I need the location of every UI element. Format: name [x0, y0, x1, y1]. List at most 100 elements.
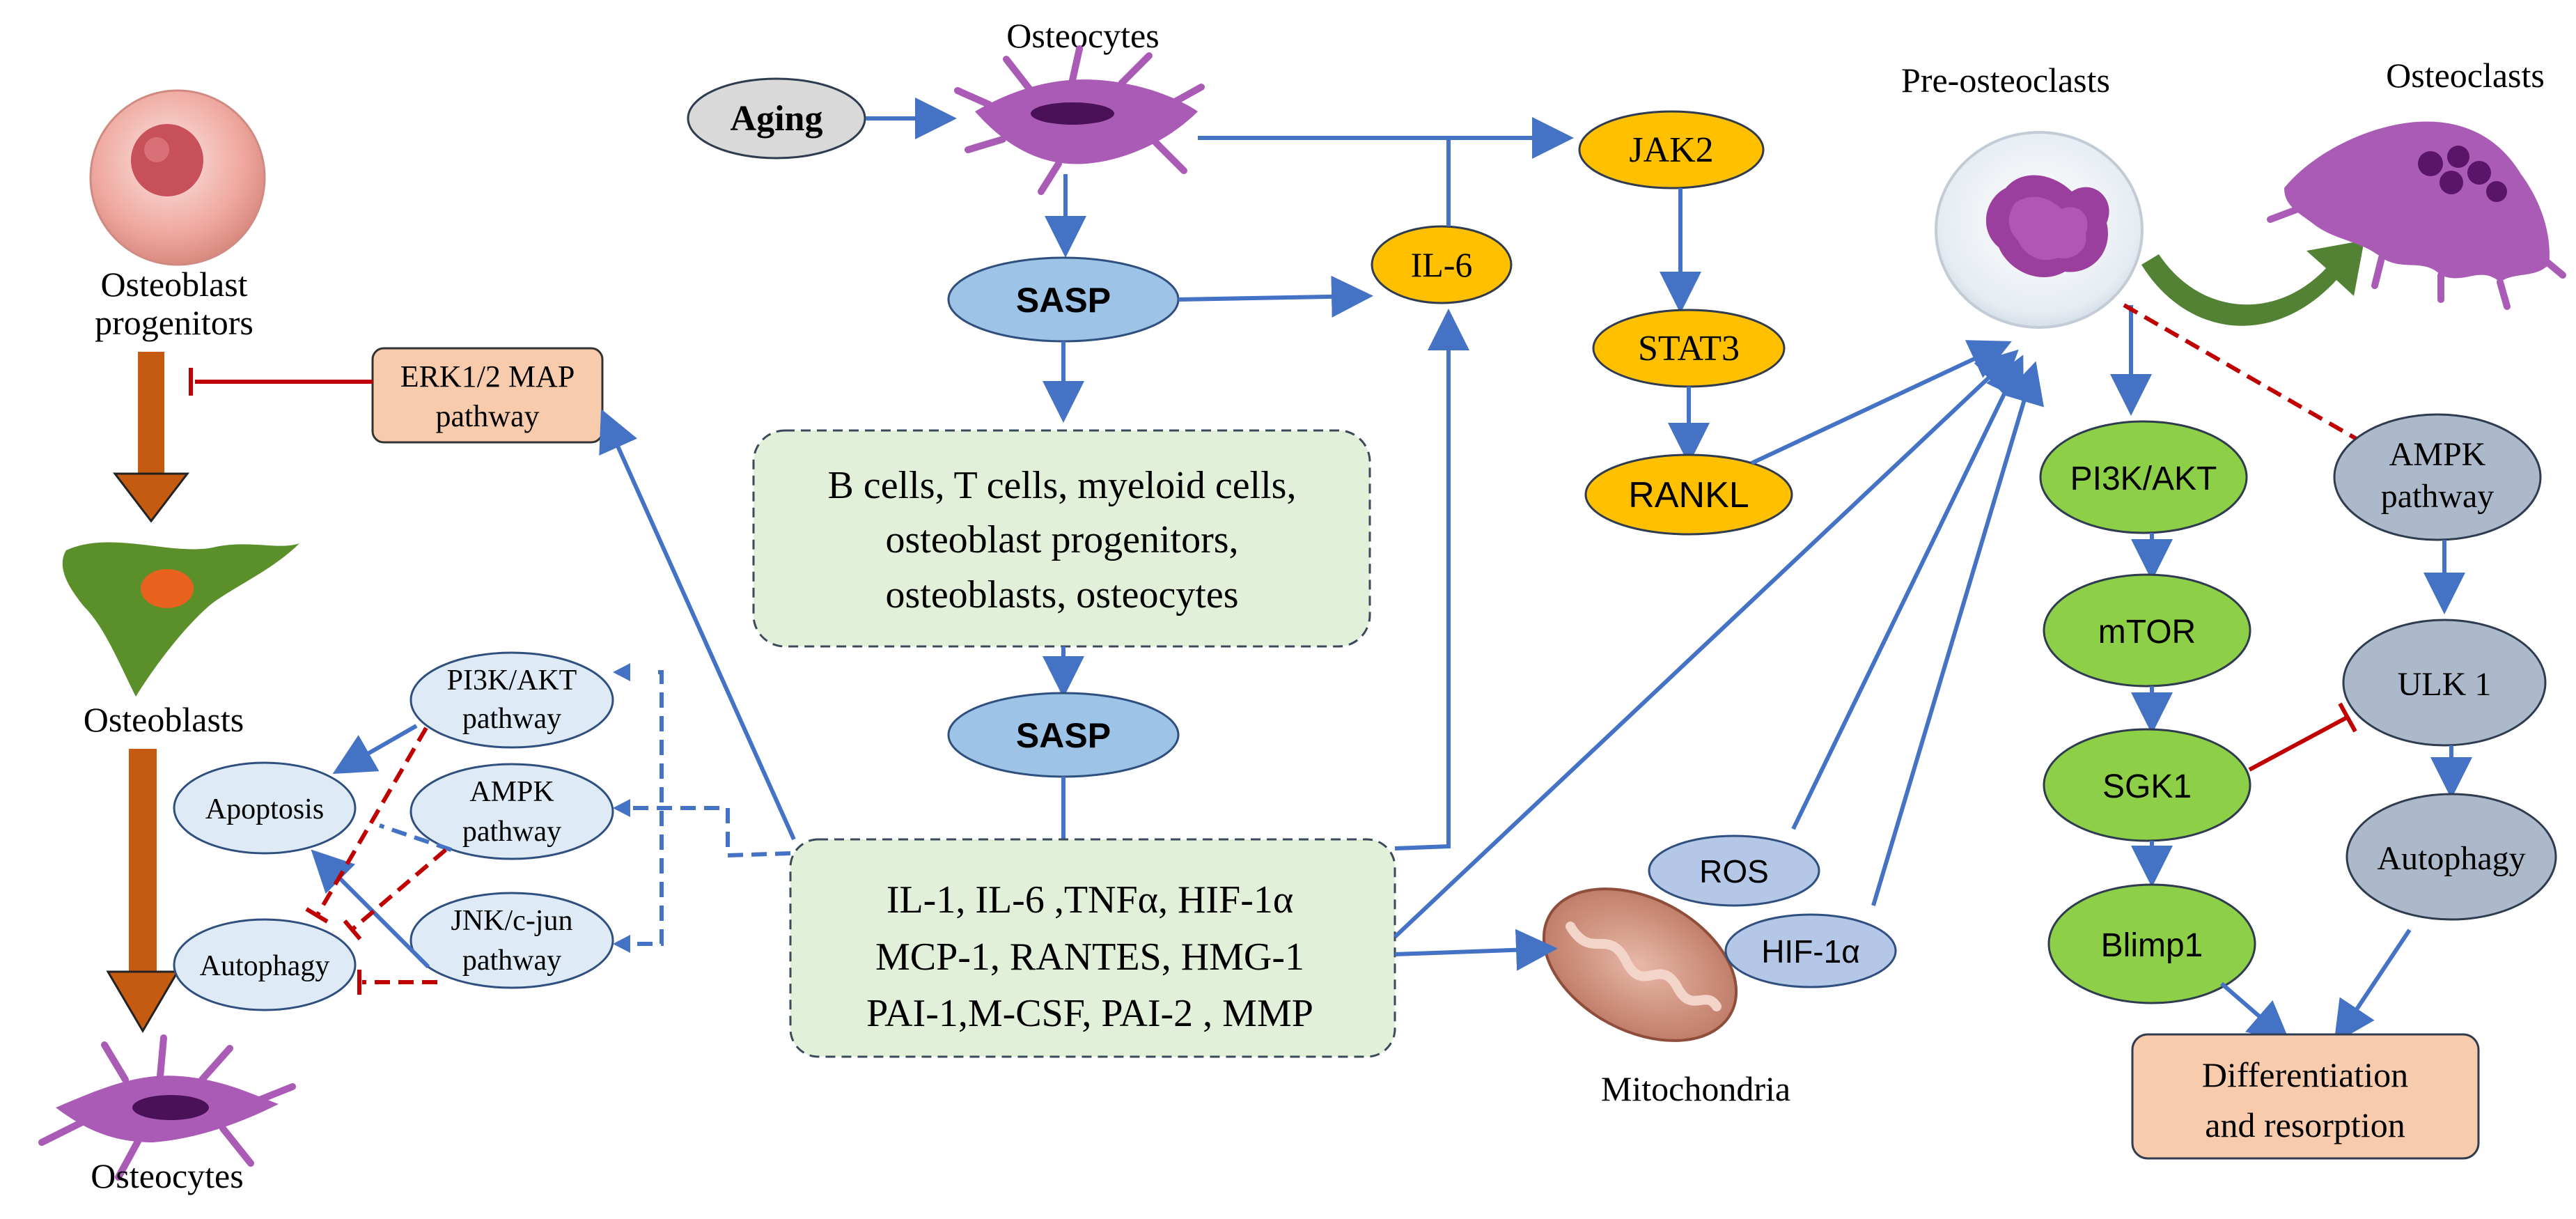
- rankl-node: RANKL: [1584, 453, 1793, 536]
- left-ampk-label-2: pathway: [462, 816, 561, 848]
- mitochondria-label: Mitochondria: [1601, 1069, 1790, 1108]
- factors-label-1: IL-1, IL-6 ,TNFα, HIF-1α: [887, 878, 1293, 922]
- osteoclast-icon: [2267, 121, 2566, 310]
- ampk-inhibits-autophagy-bar: [343, 919, 362, 940]
- aging-label: Aging: [731, 99, 823, 139]
- left-ampk-node: AMPK pathway: [409, 763, 614, 860]
- left-pi3k-label-1: PI3K/AKT: [447, 665, 577, 697]
- factors-to-erk-arrow: [599, 409, 796, 841]
- factors-to-preosteoclast-arrow: [1393, 349, 2019, 939]
- ros-to-preosteoclast-arrow: [1791, 355, 2024, 830]
- right-pi3k-akt-node: PI3K/AKT: [2039, 420, 2248, 534]
- left-autophagy-label: Autophagy: [200, 950, 330, 982]
- left-pi3k-label-2: pathway: [462, 703, 561, 735]
- sgk1-inhibits-ulk1: [2248, 715, 2348, 772]
- pi3k-inhibits-autophagy: [315, 727, 428, 917]
- pi3k-to-apoptosis-arrow: [332, 724, 418, 774]
- osteoblast-progenitor-cell-icon: [89, 89, 266, 266]
- jnk-c-jun-node: JNK/c-jun pathway: [409, 892, 614, 989]
- sasp-top-node: SASP: [947, 256, 1180, 343]
- ros-node: ROS: [1648, 834, 1820, 907]
- differentiation-arrow-1: [112, 352, 190, 523]
- rankl-label: RANKL: [1628, 475, 1749, 515]
- ulk1-node: ULK 1: [2342, 619, 2547, 747]
- rankl-to-preosteoclast-arrow: [1750, 340, 2012, 465]
- autophagy-to-differentiation-arrow: [2334, 929, 2412, 1043]
- osteoblast-progenitors-label-1: Osteoblast: [100, 265, 247, 304]
- differentiation-resorption-box: Differentiation and resorption: [2131, 1033, 2480, 1160]
- hif1a-to-preosteoclast-arrow: [1871, 361, 2045, 906]
- right-ampk-label-1: AMPK: [2389, 436, 2486, 473]
- jak2-label: JAK2: [1629, 130, 1713, 170]
- right-ampk-label-2: pathway: [2381, 478, 2495, 515]
- osteoblast-cell-icon: [62, 542, 299, 697]
- osteocyte-top-icon: [954, 45, 1205, 195]
- osteocytes-bottom-label: Osteocytes: [91, 1156, 243, 1195]
- bracket-arrow-ampk: [613, 799, 630, 817]
- factors-to-il6-arrow: [1394, 309, 1469, 851]
- ulk1-label: ULK 1: [2398, 666, 2492, 703]
- sgk1-label: SGK1: [2102, 768, 2192, 805]
- jak2-node: JAK2: [1578, 110, 1765, 189]
- il6-node: IL-6: [1371, 225, 1513, 304]
- pre-osteoclasts-label: Pre-osteoclasts: [1901, 61, 2110, 100]
- sasp-top-label: SASP: [1016, 281, 1111, 320]
- left-ampk-label-1: AMPK: [469, 776, 554, 808]
- immune-bone-cells-box: B cells, T cells, myeloid cells, osteobl…: [752, 429, 1371, 648]
- mitochondria-icon: [1542, 887, 1738, 1042]
- sasp-factors-box: IL-1, IL-6 ,TNFα, HIF-1α MCP-1, RANTES, …: [789, 838, 1396, 1058]
- cells-label-3: osteoblasts, osteocytes: [885, 573, 1238, 616]
- il6-label: IL-6: [1411, 245, 1473, 284]
- ampk-inhibits-autophagy: [350, 848, 447, 932]
- mtor-label: mTOR: [2098, 614, 2196, 651]
- cells-label-2: osteoblast progenitors,: [885, 518, 1238, 561]
- diff-label-2: and resorption: [2205, 1105, 2405, 1144]
- aging-node: Aging: [687, 77, 866, 160]
- sasp-middle-node: SASP: [947, 692, 1180, 778]
- factors-label-2: MCP-1, RANTES, HMG-1: [875, 935, 1304, 979]
- pre-osteoclast-icon: [1935, 131, 2144, 329]
- mtor-node: mTOR: [2043, 573, 2251, 688]
- erk-label-2: pathway: [435, 399, 539, 433]
- ros-label: ROS: [1699, 853, 1769, 890]
- bracket-arrow-jnk: [613, 935, 630, 953]
- differentiation-arrow-2: [106, 749, 180, 1033]
- osteocytes-top-label: Osteocytes: [1006, 16, 1159, 55]
- apoptosis-node: Apoptosis: [173, 761, 357, 855]
- diff-label-1: Differentiation: [2202, 1055, 2408, 1094]
- osteoblast-progenitors-label-2: progenitors: [95, 303, 253, 342]
- right-autophagy-label: Autophagy: [2377, 840, 2525, 877]
- factors-label-3: PAI-1,M-CSF, PAI-2 , MMP: [866, 992, 1313, 1035]
- preosteoclast-inhibits-ampk: [2123, 303, 2380, 453]
- pre-osteoclast-to-osteoclast-arrow: [2141, 240, 2364, 326]
- sgk1-inhibits-ulk1-bar: [2338, 702, 2357, 733]
- osteoblasts-label: Osteoblasts: [84, 700, 244, 739]
- right-pi3k-label: PI3K/AKT: [2070, 460, 2217, 497]
- osteocyte-bottom-icon: [38, 1034, 296, 1181]
- bracket-arrow-pi3k: [613, 663, 630, 681]
- left-autophagy-node: Autophagy: [173, 918, 357, 1011]
- osteoclasts-label: Osteoclasts: [2386, 56, 2545, 95]
- right-autophagy-node: Autophagy: [2345, 793, 2557, 921]
- pi3k-inhibits-autophagy-bar: [305, 907, 329, 924]
- blimp1-node: Blimp1: [2047, 883, 2256, 1004]
- stat3-node: STAT3: [1592, 309, 1786, 388]
- apoptosis-label: Apoptosis: [205, 793, 324, 825]
- hif1a-node: HIF-1α: [1724, 913, 1897, 988]
- sasp-middle-label: SASP: [1016, 716, 1111, 755]
- right-ampk-node: AMPK pathway: [2333, 413, 2542, 541]
- blimp1-to-differentiation-arrow: [2220, 981, 2291, 1043]
- left-pi3k-akt-node: PI3K/AKT pathway: [409, 651, 614, 749]
- blimp1-label: Blimp1: [2101, 927, 2203, 964]
- jnk-label-2: pathway: [462, 945, 561, 977]
- ampk-to-apoptosis-dashed: [379, 823, 452, 852]
- sasp-to-il6-arrow: [1178, 275, 1373, 318]
- erk-map-pathway-node: ERK1/2 MAP pathway: [371, 347, 604, 444]
- factors-to-mitochondria-arrow: [1394, 929, 1558, 971]
- factors-to-left-pathways-bracket: [623, 670, 791, 946]
- stat3-label: STAT3: [1638, 329, 1740, 368]
- hif1a-label: HIF-1α: [1761, 933, 1860, 970]
- erk-label-1: ERK1/2 MAP: [400, 359, 575, 394]
- cells-label-1: B cells, T cells, myeloid cells,: [828, 464, 1297, 507]
